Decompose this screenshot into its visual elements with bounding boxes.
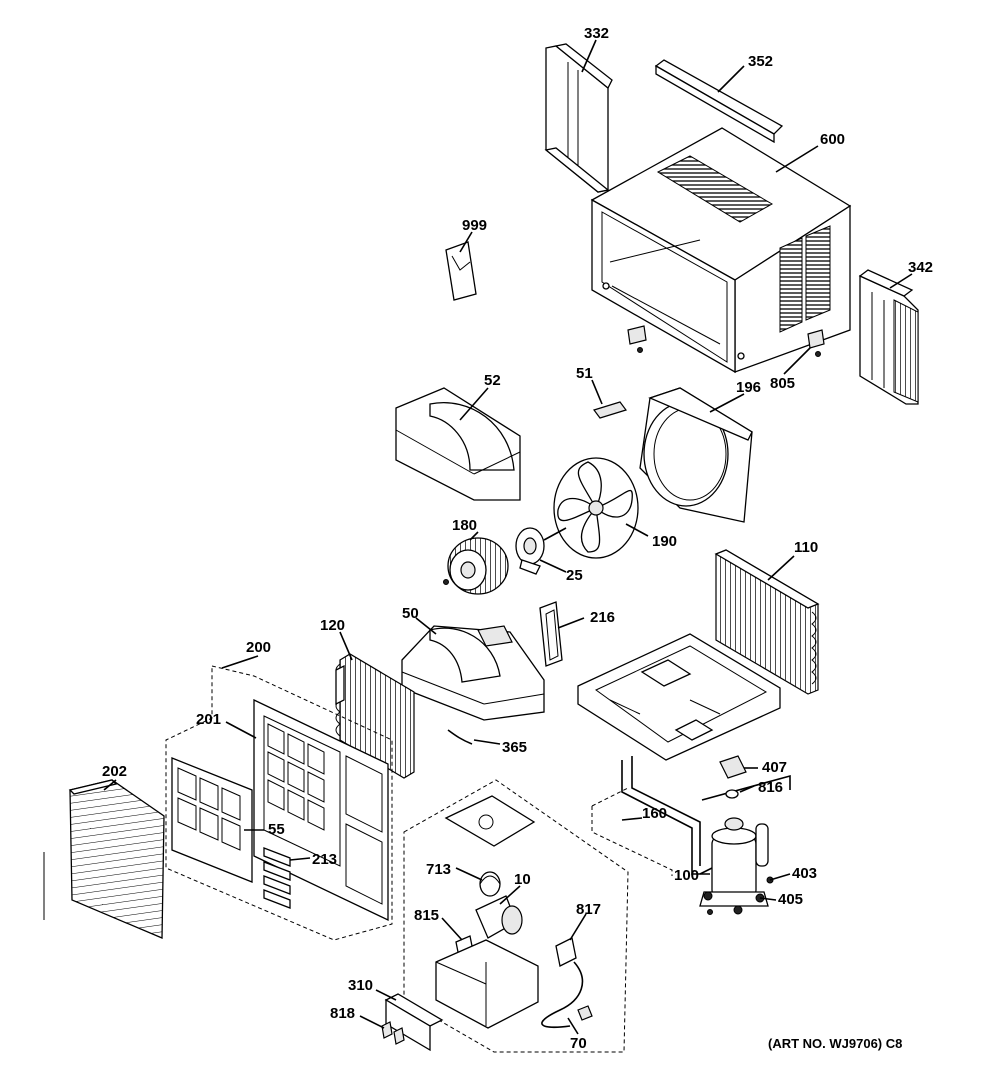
label-120: 120 bbox=[320, 617, 345, 634]
part-labels: 332 352 600 999 342 805 52 51 196 180 19… bbox=[102, 25, 933, 1052]
part-332-side-curtain bbox=[544, 43, 613, 193]
label-713: 713 bbox=[426, 861, 451, 878]
part-52-scroll-housing bbox=[395, 387, 521, 501]
part-999-manual bbox=[445, 241, 477, 301]
label-805: 805 bbox=[770, 375, 795, 392]
part-600-cabinet bbox=[590, 127, 852, 374]
part-817-relay bbox=[555, 937, 577, 967]
label-816: 816 bbox=[758, 779, 783, 796]
label-999: 999 bbox=[462, 217, 487, 234]
part-control-box bbox=[435, 939, 539, 1029]
label-50: 50 bbox=[402, 605, 419, 622]
part-50-evaporator-bracket bbox=[401, 625, 545, 721]
label-70: 70 bbox=[570, 1035, 587, 1052]
label-352: 352 bbox=[748, 53, 773, 70]
part-365-drain-tube bbox=[447, 729, 473, 745]
part-25-motor bbox=[515, 527, 567, 575]
leader-lines bbox=[103, 39, 913, 1035]
part-51-tab bbox=[593, 401, 627, 419]
part-213-louvers bbox=[263, 847, 291, 909]
part-342-side-curtain bbox=[858, 269, 919, 405]
label-405: 405 bbox=[778, 891, 803, 908]
part-base-pan bbox=[577, 633, 781, 761]
part-100-compressor bbox=[699, 817, 769, 907]
label-818: 818 bbox=[330, 1005, 355, 1022]
part-407-terminal-cover bbox=[719, 755, 747, 779]
part-713-capacitor bbox=[479, 871, 501, 897]
label-213: 213 bbox=[312, 851, 337, 868]
part-control-bracket bbox=[444, 795, 536, 847]
part-55-filter bbox=[171, 757, 253, 883]
label-815: 815 bbox=[414, 907, 439, 924]
part-180-blower-wheel bbox=[443, 537, 509, 595]
label-55: 55 bbox=[268, 821, 285, 838]
part-310-control-panel bbox=[384, 993, 444, 1052]
label-365: 365 bbox=[502, 739, 527, 756]
part-216-seal bbox=[539, 601, 563, 667]
label-180: 180 bbox=[452, 517, 477, 534]
label-51: 51 bbox=[576, 365, 593, 382]
label-403: 403 bbox=[792, 865, 817, 882]
part-352-top-rail bbox=[654, 59, 784, 144]
label-202: 202 bbox=[102, 763, 127, 780]
label-332: 332 bbox=[584, 25, 609, 42]
label-52: 52 bbox=[484, 372, 501, 389]
part-818-knobs bbox=[381, 1021, 405, 1045]
part-202-grille bbox=[68, 779, 165, 939]
label-817: 817 bbox=[576, 901, 601, 918]
label-200: 200 bbox=[246, 639, 271, 656]
part-70-power-cord bbox=[541, 961, 593, 1029]
part-196-shroud bbox=[639, 387, 753, 523]
art-number: (ART NO. WJ9706) C8 bbox=[768, 1036, 902, 1051]
part-805-bracket bbox=[627, 325, 825, 357]
label-407: 407 bbox=[762, 759, 787, 776]
label-216: 216 bbox=[590, 609, 615, 626]
label-25: 25 bbox=[566, 567, 583, 584]
label-100: 100 bbox=[674, 867, 699, 884]
part-10-switch bbox=[475, 895, 523, 939]
part-190-fan-blade bbox=[553, 457, 639, 559]
label-110: 110 bbox=[794, 539, 818, 556]
label-310: 310 bbox=[348, 977, 373, 994]
label-196: 196 bbox=[736, 379, 761, 396]
label-342: 342 bbox=[908, 259, 933, 276]
label-600: 600 bbox=[820, 131, 845, 148]
part-200-outline bbox=[165, 665, 393, 941]
part-110-condenser-coil bbox=[714, 549, 820, 695]
part-816-gasket bbox=[725, 789, 739, 799]
label-160: 160 bbox=[642, 805, 667, 822]
label-190: 190 bbox=[652, 533, 677, 550]
label-10: 10 bbox=[514, 871, 531, 888]
label-201: 201 bbox=[196, 711, 221, 728]
